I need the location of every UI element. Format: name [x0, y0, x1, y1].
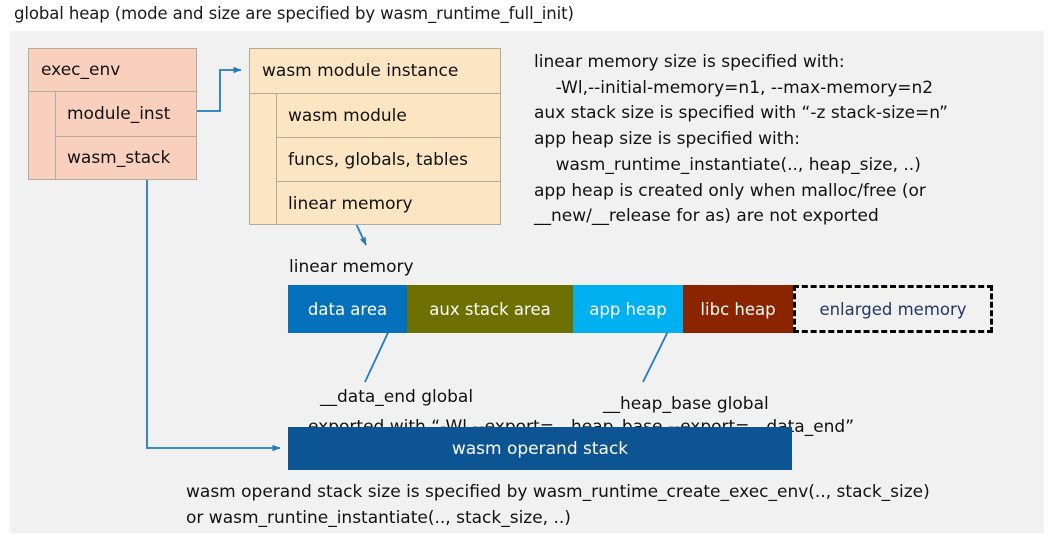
wasm-module-instance-header: wasm module instance	[250, 49, 500, 94]
exec-env-gutter	[29, 92, 56, 180]
segment-label: enlarged memory	[819, 299, 967, 319]
wasm-operand-stack-box: wasm operand stack	[288, 427, 792, 470]
exec-env-field-module-inst: module_inst	[56, 92, 196, 137]
wasm-module-instance-title: wasm module instance	[262, 61, 459, 81]
segment-label: data area	[307, 299, 388, 319]
exec-env-body: module_inst wasm_stack	[29, 92, 196, 180]
exec-env-box: exec_env module_inst wasm_stack	[28, 48, 197, 180]
field-label: wasm module	[288, 105, 407, 126]
annotation-heap-base: __heap_base global	[603, 394, 769, 414]
field-linear-memory: linear memory	[277, 182, 500, 225]
wasm-module-instance-box: wasm module instance wasm module funcs, …	[249, 48, 501, 225]
segment-enlarged-memory: enlarged memory	[793, 285, 993, 333]
exec-env-field-label: module_inst	[67, 103, 171, 124]
field-funcs-globals-tables: funcs, globals, tables	[277, 138, 500, 182]
linear-memory-bar: data area aux stack area app heap libc h…	[288, 285, 993, 333]
segment-label: libc heap	[700, 299, 776, 319]
segment-aux-stack-area: aux stack area	[407, 285, 573, 333]
exec-env-field-label: wasm_stack	[67, 148, 171, 169]
segment-data-area: data area	[288, 285, 407, 333]
exec-env-title: exec_env	[41, 60, 121, 80]
field-label: linear memory	[288, 193, 413, 214]
wasm-module-instance-body: wasm module funcs, globals, tables linea…	[250, 94, 500, 225]
segment-label: app heap	[589, 299, 667, 319]
wasm-module-instance-fields: wasm module funcs, globals, tables linea…	[277, 94, 500, 225]
annotation-data-end: __data_end global	[320, 387, 474, 407]
description-text: linear memory size is specified with: -W…	[534, 52, 948, 227]
page-title: global heap (mode and size are specified…	[14, 4, 574, 23]
exec-env-fields: module_inst wasm_stack	[56, 92, 196, 180]
segment-app-heap: app heap	[573, 285, 683, 333]
field-label: funcs, globals, tables	[288, 149, 468, 170]
diagram-canvas: exec_env module_inst wasm_stack wasm mod…	[10, 31, 1044, 533]
segment-label: aux stack area	[429, 299, 551, 319]
wasm-operand-stack-label: wasm operand stack	[451, 438, 629, 459]
wasm-module-instance-gutter	[250, 94, 277, 225]
linear-memory-label: linear memory	[289, 257, 414, 277]
field-wasm-module: wasm module	[277, 94, 500, 138]
bottom-note-text: wasm operand stack size is specified by …	[186, 482, 930, 528]
exec-env-field-wasm-stack: wasm_stack	[56, 137, 196, 181]
segment-libc-heap: libc heap	[683, 285, 793, 333]
exec-env-header: exec_env	[29, 49, 196, 92]
